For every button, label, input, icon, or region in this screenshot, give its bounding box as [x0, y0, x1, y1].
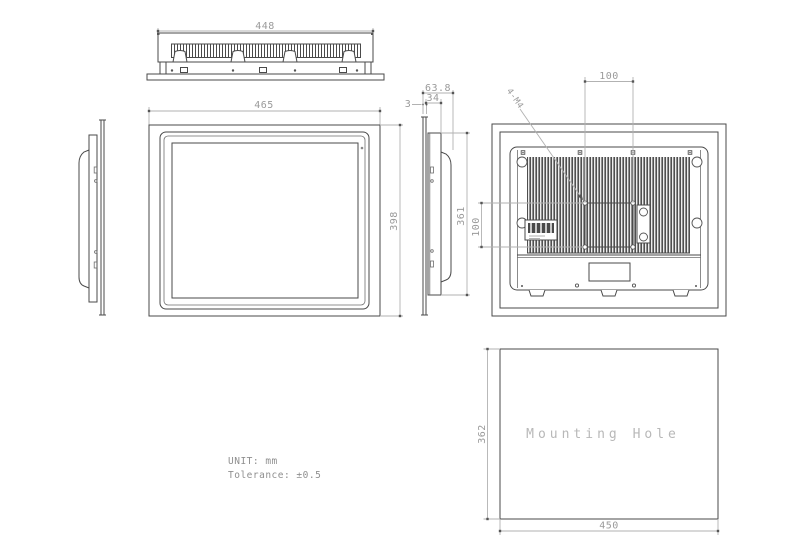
unit-note: UNIT: mm — [228, 456, 278, 467]
top-width-dim-label: 448 — [255, 21, 275, 32]
top-view-heatsink-fins — [171, 44, 361, 58]
body-height-dim-label: 361 — [456, 206, 467, 226]
mount-screws-label: 4-M4 — [504, 87, 525, 111]
total-depth-dim-label: 63.8 — [425, 83, 451, 94]
front-width-dim-label: 465 — [254, 100, 274, 111]
rear-depth-dim-label: 34 — [426, 93, 439, 104]
top-view: 448 — [146, 21, 385, 81]
vesa-width-dim-label: 100 — [599, 71, 619, 82]
right-side-view: 63.8 34 361 — [421, 83, 470, 316]
front-view: 465 398 3 — [147, 99, 428, 318]
drawing-notes: UNIT: mm Tolerance: ±0.5 — [228, 456, 321, 481]
mounting-hole-view: 362 450 Mounting Hole — [477, 347, 720, 535]
bezel-thickness-dim-label: 3 — [405, 99, 412, 110]
power-terminal-block — [524, 219, 558, 241]
rear-view: 100 100 4-M4 — [471, 71, 727, 317]
power-led — [360, 146, 364, 150]
rear-top-screws — [520, 150, 693, 155]
cutout-width-dim-label: 450 — [599, 521, 619, 532]
left-side-view — [78, 119, 106, 316]
tolerance-note: Tolerance: ±0.5 — [228, 470, 321, 481]
mounting-hole-title: Mounting Hole — [526, 427, 680, 442]
front-height-dim-label: 398 — [389, 211, 400, 231]
cutout-height-dim-label: 362 — [477, 424, 488, 444]
vesa-height-dim-label: 100 — [471, 217, 482, 237]
